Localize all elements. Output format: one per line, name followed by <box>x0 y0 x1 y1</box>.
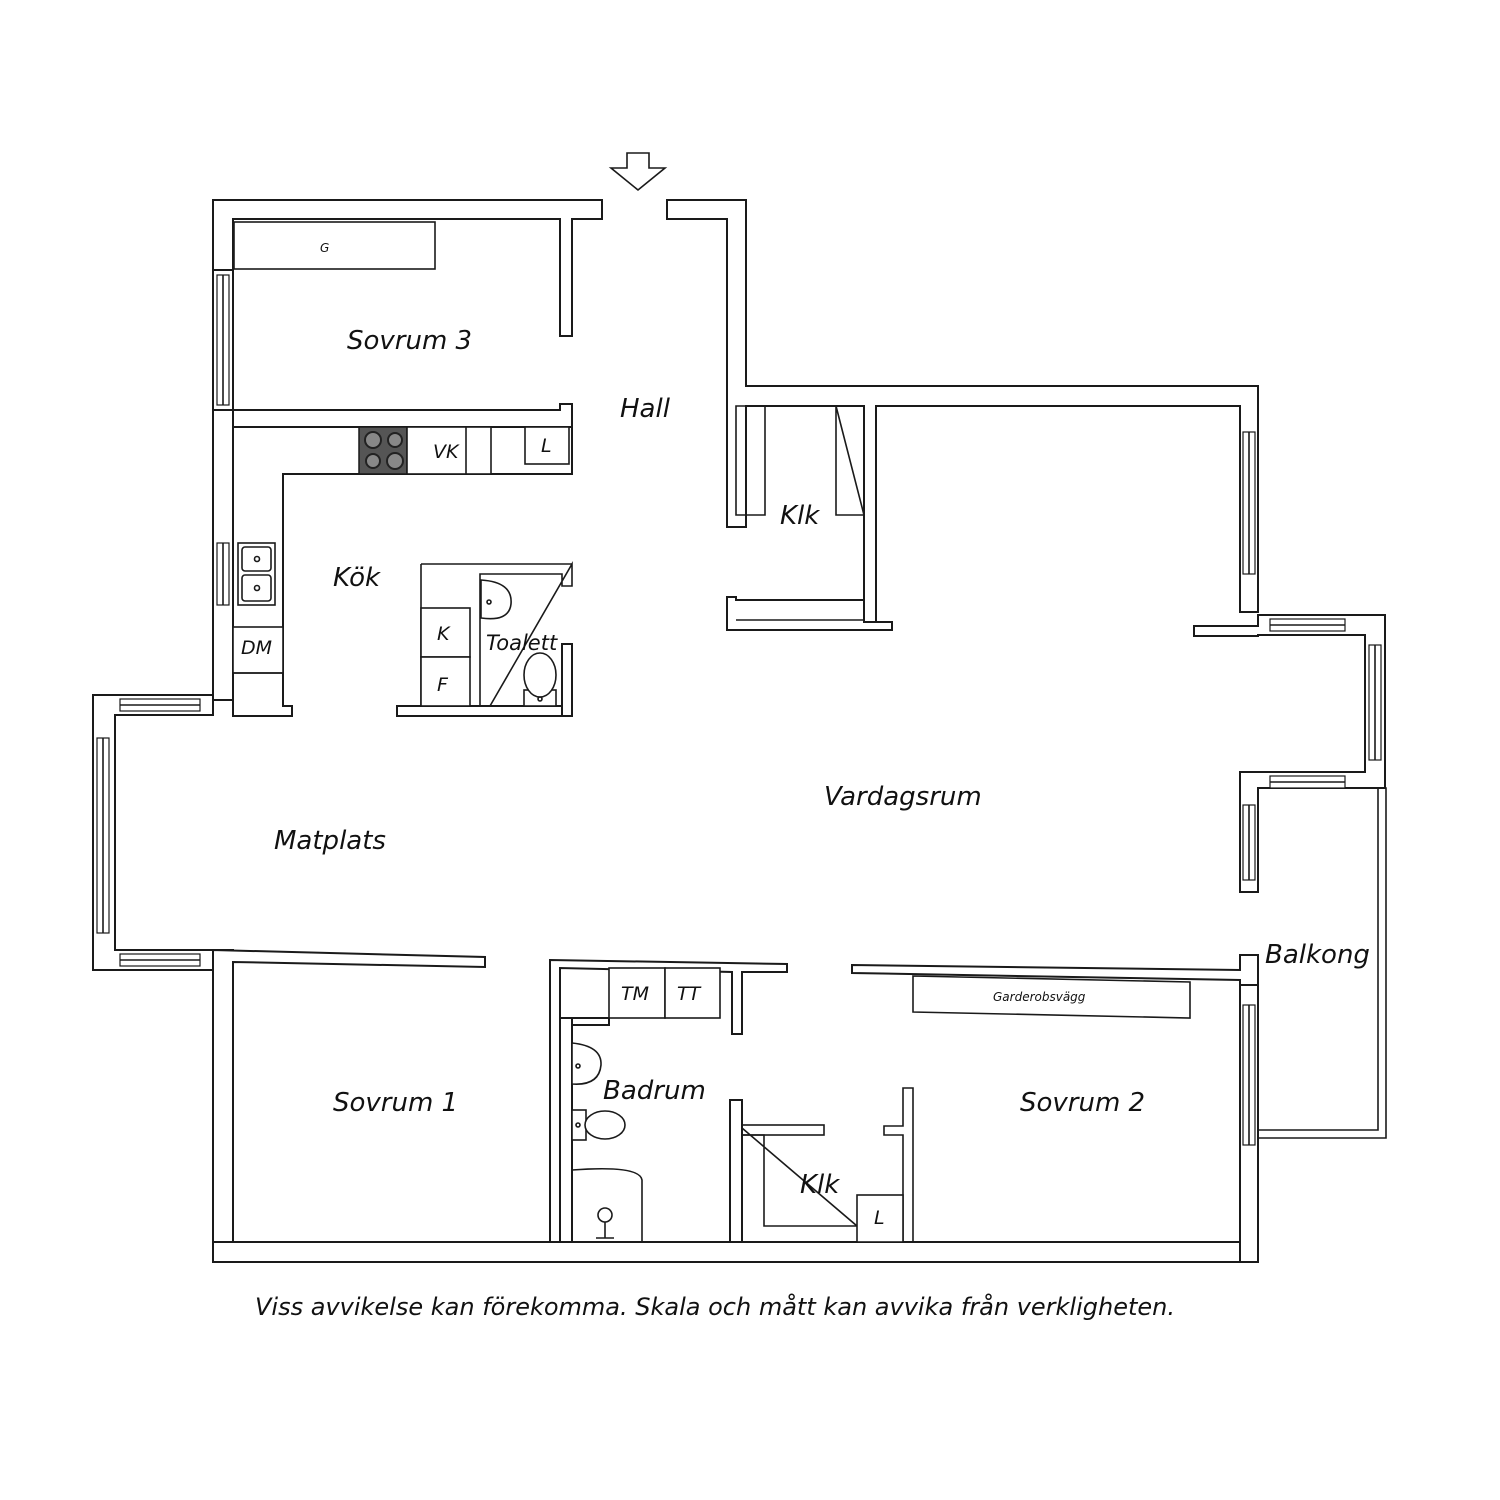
vk-label: VK <box>433 441 460 463</box>
toilet-icon <box>523 652 557 707</box>
washbasin-icon <box>571 1042 602 1085</box>
room-labels: Sovrum 3 Hall Klk Kök Toalett Vardagsrum… <box>274 326 1370 1200</box>
room-hall: Hall <box>620 394 671 424</box>
room-vardagsrum: Vardagsrum <box>824 782 982 812</box>
room-sovrum-2: Sovrum 2 <box>1020 1088 1145 1118</box>
f-label: F <box>437 674 449 696</box>
garderobsvagg-label: Garderobsvägg <box>993 990 1086 1004</box>
room-balkong: Balkong <box>1265 940 1370 970</box>
l-closet-label: L <box>874 1207 885 1229</box>
stove-icon <box>358 426 408 475</box>
l-kitchen-label: L <box>541 435 552 457</box>
room-badrum: Badrum <box>603 1076 706 1106</box>
room-sovrum-3: Sovrum 3 <box>347 326 472 356</box>
disclaimer-text: Viss avvikelse kan förekomma. Skala och … <box>255 1293 1175 1321</box>
tt-label: TT <box>677 983 702 1005</box>
wardrobe-g-label: G <box>320 241 329 255</box>
wardrobe-g <box>233 221 436 270</box>
shower-icon <box>571 1167 643 1242</box>
room-klk-bottom: Klk <box>800 1170 840 1200</box>
room-sovrum-1: Sovrum 1 <box>333 1088 458 1118</box>
garderobsvagg <box>912 975 1191 1019</box>
washbasin-icon <box>480 579 512 620</box>
entrance-arrow-icon <box>608 152 668 192</box>
tm-label: TM <box>621 983 649 1005</box>
room-toalett: Toalett <box>486 631 558 655</box>
k-label: K <box>437 623 451 645</box>
fixtures: G VK L DM K F <box>232 221 1191 1243</box>
room-kok: Kök <box>333 563 381 593</box>
sink-icon <box>237 542 276 606</box>
room-klk-top: Klk <box>780 501 820 531</box>
dm-label: DM <box>241 637 272 659</box>
room-matplats: Matplats <box>274 826 386 856</box>
toilet-icon <box>571 1109 626 1141</box>
windows <box>96 274 1382 1201</box>
